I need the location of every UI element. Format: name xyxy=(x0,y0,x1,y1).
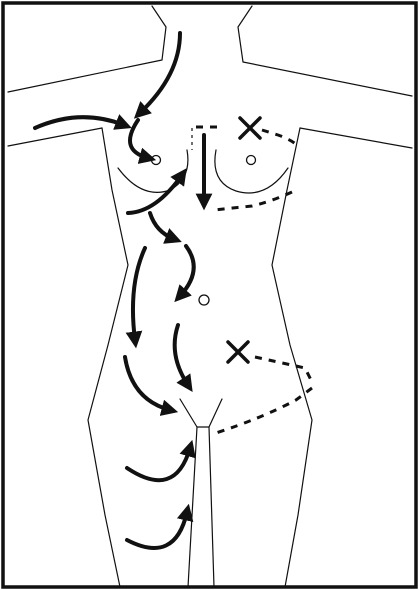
arrow-thigh-lower xyxy=(127,512,187,548)
arrow-to-mid-abdomen xyxy=(150,213,174,239)
neck-left-edge xyxy=(8,6,166,92)
arrow-flank-to-groin xyxy=(125,357,170,410)
neck-right-edge xyxy=(238,6,412,96)
arrow-arm-to-axilla xyxy=(35,117,124,128)
arrow-abdomen-down xyxy=(175,325,188,385)
lymph-node-abdomen xyxy=(199,295,209,305)
arrow-up-to-axilla xyxy=(128,175,182,213)
arrow-thigh-upper xyxy=(127,448,190,480)
arrow-neck-to-axilla xyxy=(140,33,180,113)
upper-dashed-boundary xyxy=(196,127,298,210)
lymph-node-left-axilla xyxy=(152,156,161,165)
left-torso-side xyxy=(88,128,128,587)
inner-leg-right xyxy=(209,427,214,587)
drainage-arrows xyxy=(35,33,204,548)
left-arm-lower-edge xyxy=(8,128,102,146)
lower-dashed-boundary xyxy=(216,357,312,433)
arrow-curl-into-node xyxy=(130,120,148,158)
lymph-node-right-breast xyxy=(247,156,256,165)
excision-mark-lower xyxy=(228,342,248,362)
body-outline xyxy=(8,6,412,587)
excision-mark-upper xyxy=(240,118,260,138)
right-arm-lower-edge xyxy=(300,128,412,148)
groin-crease-right xyxy=(209,399,222,427)
groin-crease-left xyxy=(180,399,197,427)
arrow-to-abdominal-node xyxy=(180,246,194,296)
arrow-left-flank-down xyxy=(133,248,145,340)
figure-frame xyxy=(3,3,416,587)
